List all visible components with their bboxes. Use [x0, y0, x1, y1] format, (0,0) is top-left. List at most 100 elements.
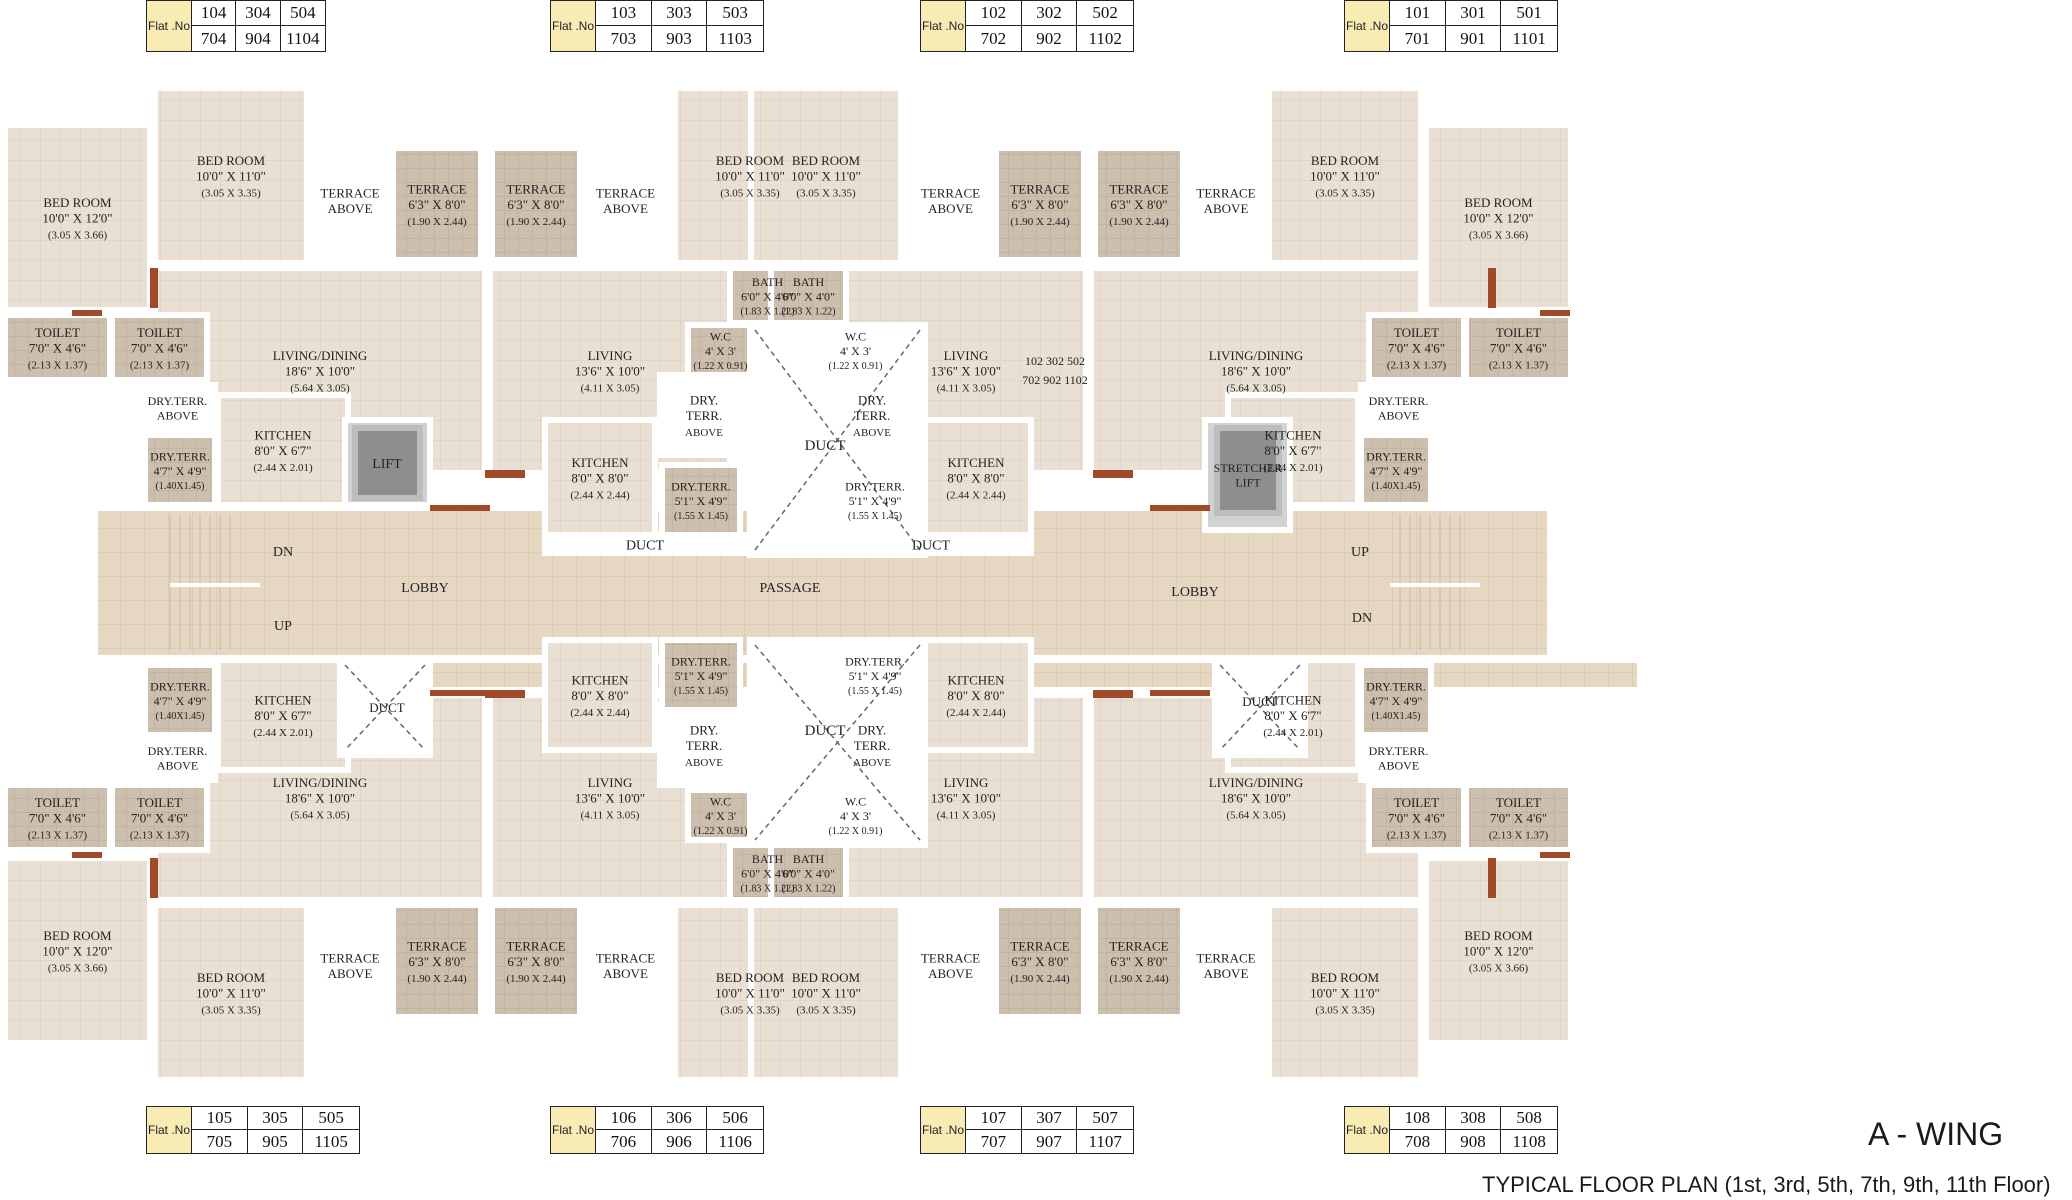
- flat-number: 902: [1022, 26, 1078, 51]
- brick-wall: [72, 852, 102, 858]
- flat-number: 506: [707, 1107, 763, 1130]
- flat-table-top-4: Flat .No 101 301 501 701 901 1101: [1344, 0, 1558, 52]
- flat-number: 908: [1446, 1130, 1502, 1153]
- terrace-L: [390, 902, 484, 1020]
- dry-terrace-above-L-label: DRY.TERR.ABOVE: [685, 393, 723, 439]
- dry-terr-L-label: DRY.TERR.4'7" X 4'9"(1.40X1.45): [150, 449, 210, 492]
- flat-number: 302: [1021, 1, 1078, 26]
- flat-number: 1101: [1512, 28, 1546, 48]
- toilet-R: [1463, 782, 1574, 853]
- plan-caption: TYPICAL FLOOR PLAN (1st, 3rd, 5th, 7th, …: [1482, 1172, 2051, 1197]
- brick-wall: [430, 505, 490, 511]
- duct-label: DUCT: [1242, 694, 1277, 709]
- duct-cross: [1219, 664, 1301, 751]
- bed-room-a-R: [1423, 122, 1574, 313]
- flat-number: 702: [966, 26, 1022, 51]
- duct-cross: [754, 329, 921, 551]
- inner-flat-numbers: 102 302 502: [1025, 354, 1085, 368]
- kitchen-L: [542, 637, 658, 753]
- flat-number: 705: [192, 1130, 248, 1153]
- dry-terr-L-label: DRY.TERR.5'1" X 4'9"(1.55 X 1.45): [671, 654, 731, 697]
- flat-number: 501: [1501, 1, 1557, 26]
- stair-dn-label: DN: [1352, 611, 1372, 626]
- flat-number-grid: 104 304 504 704 904 1104: [192, 1, 325, 51]
- flat-number: 707: [966, 1130, 1022, 1153]
- flat-number: 308: [1445, 1107, 1502, 1130]
- flat-number: 901: [1446, 26, 1502, 51]
- dry-terr-R: [1358, 432, 1434, 508]
- stair-dn-label: DN: [273, 545, 293, 560]
- brick-wall: [485, 690, 525, 698]
- brick-wall: [1488, 268, 1496, 308]
- toilet-L: [2, 782, 113, 853]
- flat-number: 507: [1077, 1107, 1133, 1130]
- flat-number-grid: 103 303 503 703 903 1103: [596, 1, 763, 51]
- stair-up-label: UP: [1351, 545, 1369, 560]
- flat-number: 706: [596, 1130, 652, 1153]
- flat-number: 502: [1077, 1, 1133, 26]
- flat-number: 106: [596, 1107, 652, 1130]
- flat-number: 508: [1501, 1107, 1557, 1130]
- lift-car: [352, 425, 423, 501]
- flat-number: 1103: [718, 28, 752, 48]
- duct-label: DUCT: [369, 700, 404, 715]
- bed-room-a-L: [2, 855, 153, 1046]
- toilet-R: [1366, 312, 1467, 383]
- terrace-R: [1092, 902, 1186, 1020]
- lift-car: [1214, 425, 1282, 516]
- kitchen-R: [918, 417, 1034, 538]
- terrace-L: [489, 902, 583, 1020]
- flat-no-label: Flat .No: [147, 1107, 192, 1153]
- brick-wall: [430, 690, 490, 696]
- dry-terr-R-label: DRY.TERR.5'1" X 4'9"(1.55 X 1.45): [845, 479, 905, 522]
- bed-room-b-L: [152, 902, 310, 1083]
- dry-terr-L-label: DRY.TERR.4'7" X 4'9"(1.40X1.45): [150, 679, 210, 722]
- flat-table-top-3: Flat .No 102 302 502 702 902 1102: [920, 0, 1134, 52]
- bath-R: [768, 842, 849, 903]
- brick-wall: [1150, 690, 1210, 696]
- brick-wall: [1540, 310, 1570, 316]
- terrace-above-L: [307, 137, 393, 263]
- flat-number: 305: [247, 1107, 304, 1130]
- flat-number: 1108: [1512, 1131, 1546, 1151]
- flat-number: 1105: [314, 1131, 348, 1151]
- dry-terr-L-label: DRY.TERR.5'1" X 4'9"(1.55 X 1.45): [671, 479, 731, 522]
- flat-table-bottom-2: Flat .No 106 306 506 706 906 1106: [550, 1106, 764, 1154]
- dry-terr-above-R-label: DRY.TERR.ABOVE: [1369, 394, 1429, 422]
- flat-number: 102: [966, 1, 1022, 26]
- flat-number: 904: [236, 26, 281, 51]
- bed-room-b-R: [1266, 85, 1424, 266]
- flat-no-label: Flat .No: [551, 1107, 596, 1153]
- flat-no-label: Flat .No: [147, 1, 192, 51]
- dry-terr-above-R-label: DRY.TERR.ABOVE: [1369, 744, 1429, 772]
- flat-number: 503: [707, 1, 763, 26]
- flat-number-grid: 107 307 507 707 907 1107: [966, 1107, 1133, 1153]
- dry-terr-above-L-label: DRY.TERR.ABOVE: [148, 394, 208, 422]
- lift-label: LIFT: [372, 457, 402, 472]
